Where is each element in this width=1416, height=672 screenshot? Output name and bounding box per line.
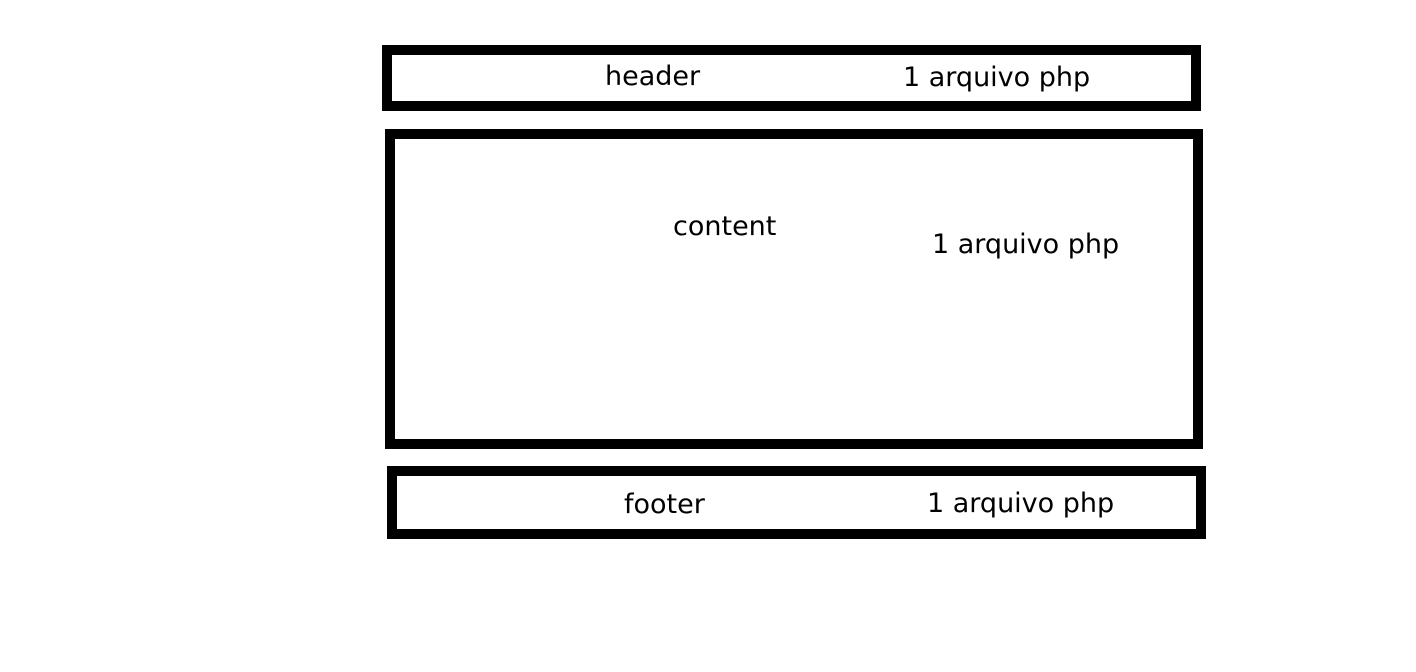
footer-box (387, 466, 1206, 539)
content-box (385, 129, 1203, 449)
header-label: header (605, 61, 701, 92)
footer-label: footer (624, 489, 705, 520)
header-file-note: 1 arquivo php (903, 62, 1091, 93)
content-file-note: 1 arquivo php (932, 229, 1120, 260)
content-label: content (673, 211, 777, 242)
header-box (382, 45, 1201, 111)
footer-file-note: 1 arquivo php (927, 488, 1115, 519)
